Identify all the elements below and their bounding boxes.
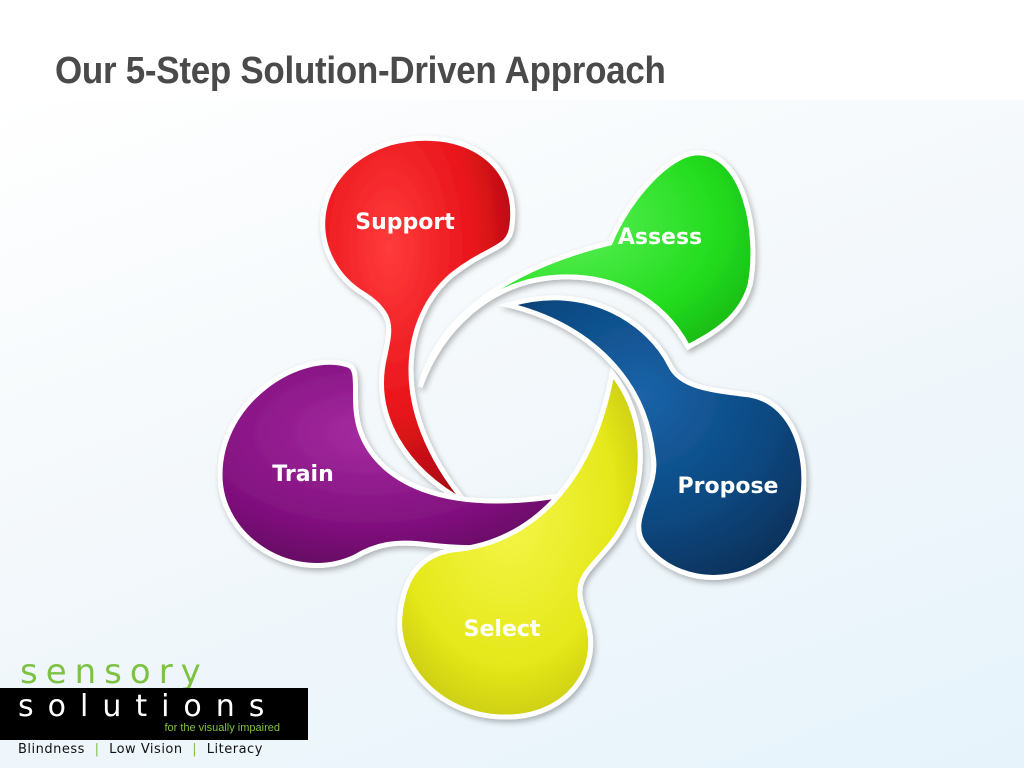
footer-separator: | xyxy=(94,742,100,757)
page-title: Our 5-Step Solution-Driven Approach xyxy=(55,50,666,92)
step-propose-shape xyxy=(498,295,807,580)
footer-separator: | xyxy=(192,742,198,757)
logo-sensory-text: sensory xyxy=(20,652,209,692)
step-select: Select xyxy=(397,367,643,720)
logo-box: solutions for the visually impaired xyxy=(0,688,308,740)
step-support-shape xyxy=(320,135,516,506)
step-train-label: Train xyxy=(272,462,334,487)
footer-item-literacy: Literacy xyxy=(206,742,263,757)
step-select-label: Select xyxy=(464,617,541,642)
footer-item-blindness: Blindness xyxy=(18,742,85,757)
step-support: Support xyxy=(320,135,516,506)
logo-solutions-text: solutions xyxy=(18,689,279,724)
step-assess-shape xyxy=(417,150,756,388)
footer-tagline: Blindness | Low Vision | Literacy xyxy=(18,742,263,757)
step-select-shape xyxy=(397,367,643,720)
step-propose: Propose xyxy=(498,295,807,580)
step-assess-label: Assess xyxy=(618,225,702,250)
diagram-svg: Assess Support Propose Train Select xyxy=(217,135,807,720)
step-train-shape xyxy=(217,359,595,568)
logo-tagline: for the visually impaired xyxy=(164,722,280,734)
step-support-label: Support xyxy=(355,210,455,235)
step-train: Train xyxy=(217,359,595,568)
step-assess: Assess xyxy=(417,150,756,388)
step-propose-label: Propose xyxy=(678,474,779,499)
five-step-diagram: Assess Support Propose Train Select xyxy=(190,125,830,735)
footer-item-low-vision: Low Vision xyxy=(109,742,183,757)
